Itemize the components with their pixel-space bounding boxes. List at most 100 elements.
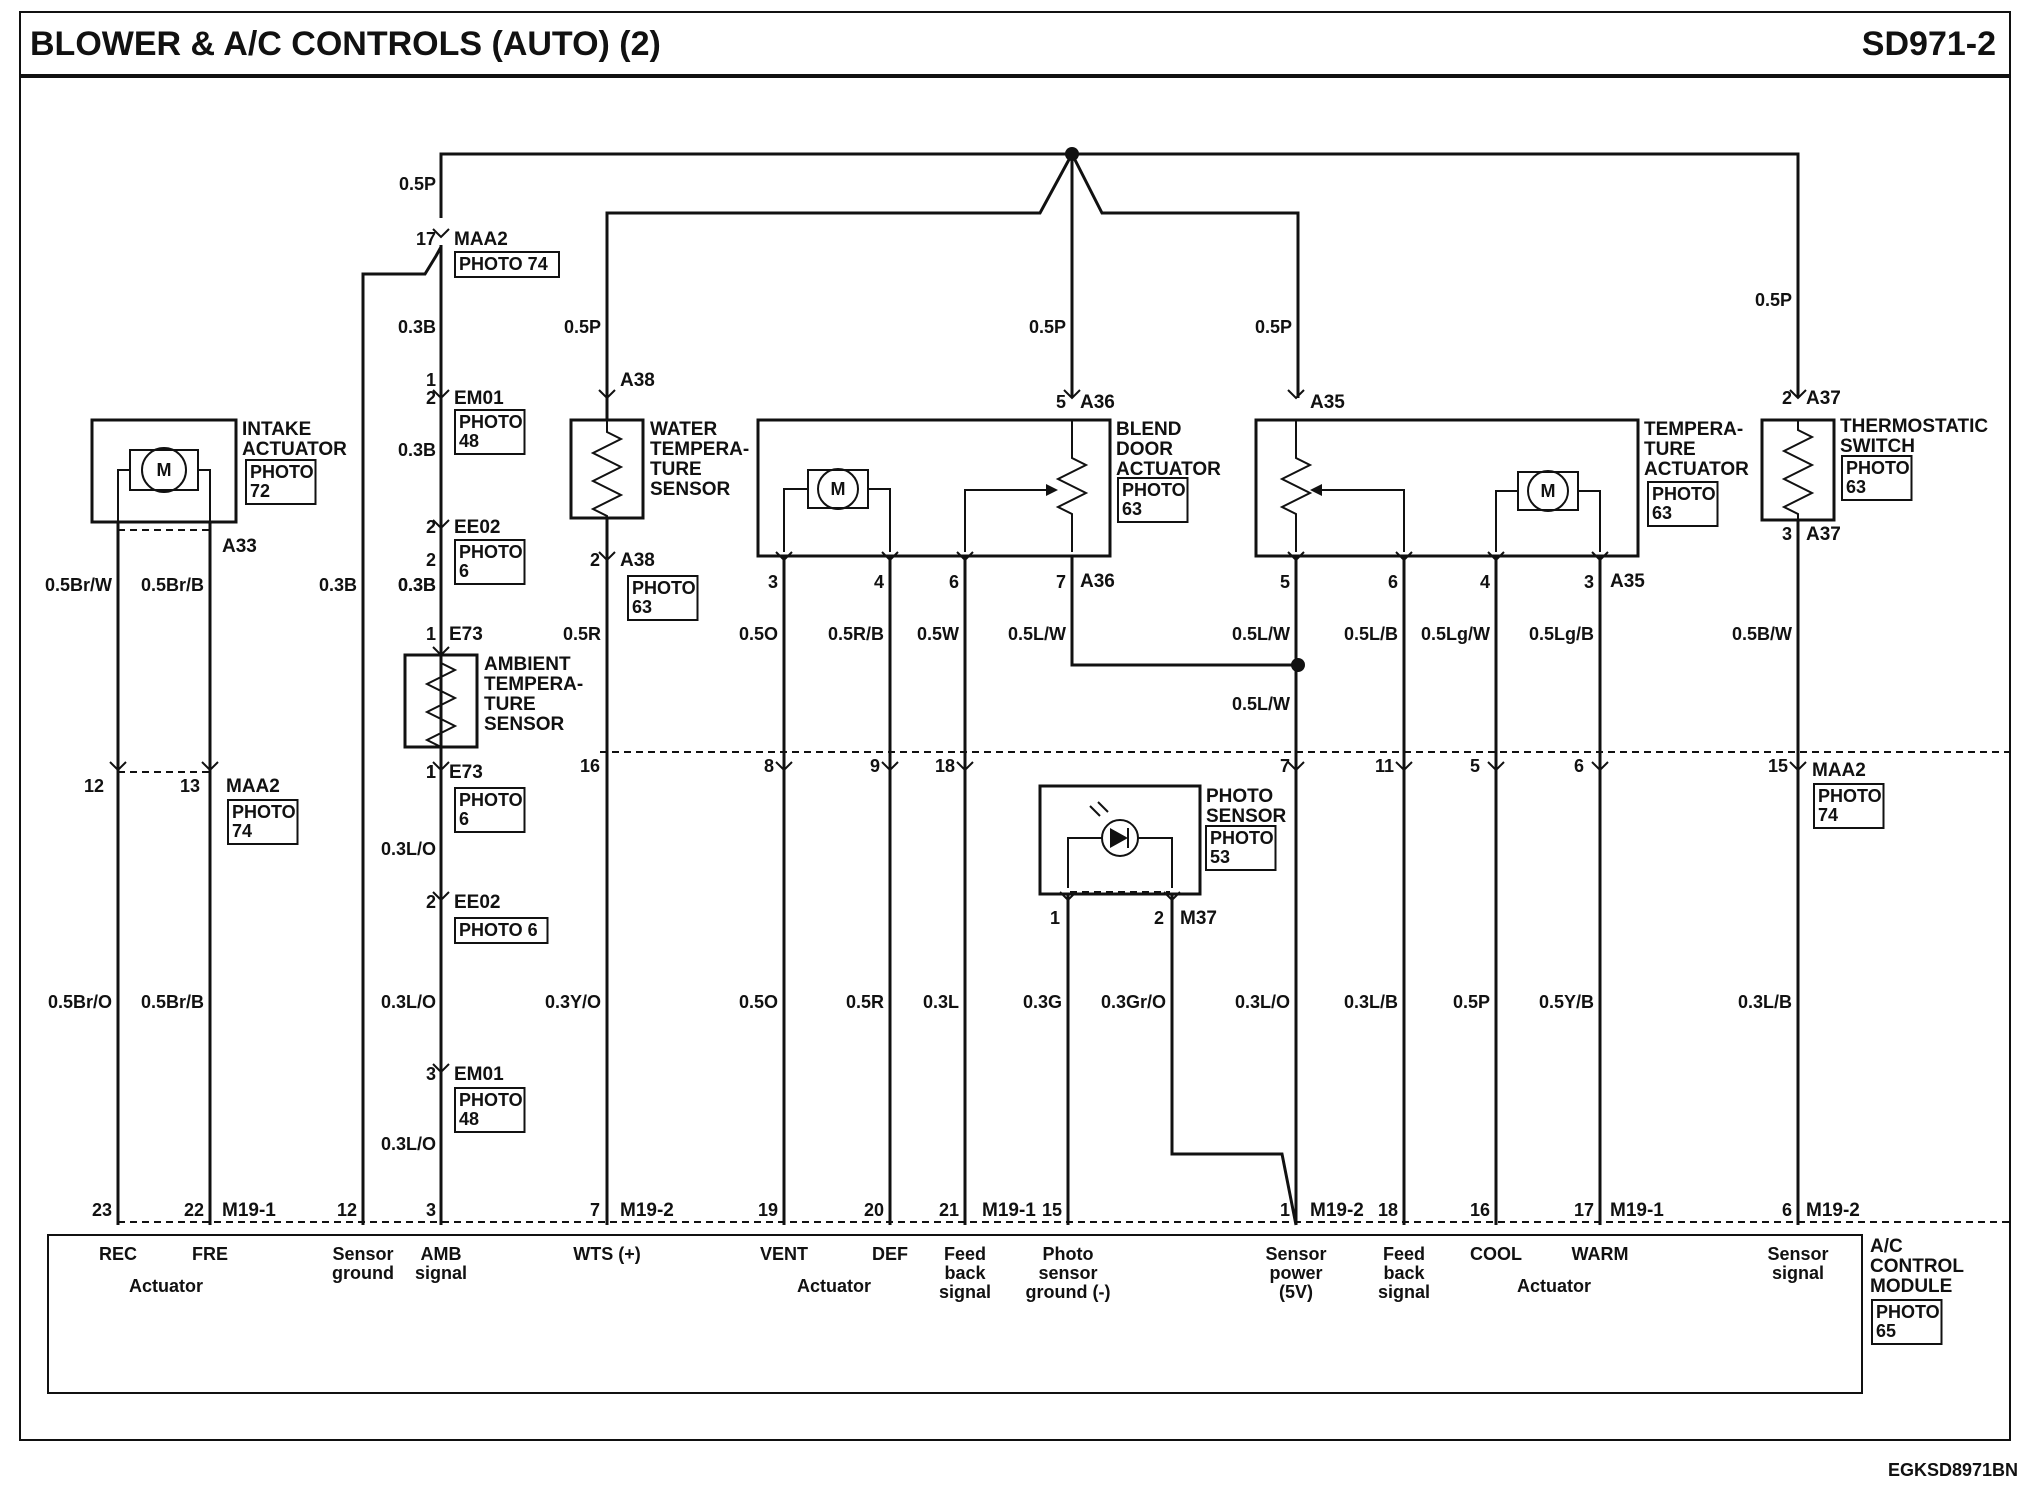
wire-label: 0.3B [398,575,436,595]
wire-label: 0.5P [564,317,601,337]
pin-arrow [1163,891,1181,902]
thermostatic-switch-label-line: SWITCH [1840,436,1915,457]
pin-number: 21 [939,1200,959,1220]
terminal-photo-sensor-ground-line: Photo [1043,1244,1094,1264]
wire-label: 0.5Br/B [141,575,204,595]
water-temperature-sensor-label-line: TEMPERA- [650,439,749,460]
connector-label: EM01 [454,1064,504,1085]
pin-arrow [881,761,899,772]
pin-arrow [432,1063,450,1074]
wire-label: 0.5R [846,992,884,1012]
water-temperature-sensor-label-line: WATER [650,419,717,440]
photo-ref-line: PHOTO [459,412,523,432]
wire-label: 0.3Gr/O [1101,992,1166,1012]
wire-label: 0.5O [739,992,778,1012]
terminal-vent-line: VENT [760,1244,808,1264]
pin-arrow [432,228,450,239]
connector-label: A36 [1080,571,1115,592]
motor-symbol: M [1541,481,1556,501]
connector-label: A36 [1080,392,1115,413]
terminal-actuator-2-line: Actuator [797,1276,871,1296]
photo-sensor-photo-line: 53 [1210,847,1230,867]
terminal-feedback-1-line: signal [939,1282,991,1302]
terminal-sensor-power-line: Sensor [1265,1244,1326,1264]
connector-label: M19-2 [620,1200,674,1221]
photo-ref-box [454,251,560,278]
pin-arrow [1063,389,1081,400]
connector-label: A38 [620,370,655,391]
thermostatic-switch-photo-box [1841,455,1913,501]
pin-number: 12 [84,776,104,796]
pin-number: 17 [416,229,436,249]
wire-label: 0.3L [923,992,959,1012]
wire-label: 0.5R [563,624,601,644]
pin-number: 16 [580,756,600,776]
photo-ref-box [454,539,526,585]
pin-number: 4 [874,572,884,592]
terminal-sensor-power-line: (5V) [1279,1282,1313,1302]
intake-actuator-photo-line: PHOTO [250,462,314,482]
pin-number: 1 [1280,1200,1290,1220]
pin-number: 13 [180,776,200,796]
terminal-amb-signal-line: signal [415,1263,467,1283]
diagram-footer: EGKSD8971BN [1888,1460,2018,1480]
pin-number: 7 [1280,756,1290,776]
connector-label: EM01 [454,388,504,409]
photo-ref-line: PHOTO [459,542,523,562]
diagram-dynamic: BLOWER & A/C CONTROLS (AUTO) (2)SD971-2E… [30,25,2018,1480]
thermostatic-switch-photo-line: PHOTO [1846,458,1910,478]
wire-label: 0.5L/W [1008,624,1066,644]
wire-label: 0.5O [739,624,778,644]
pin-arrow [775,761,793,772]
temperature-actuator-photo-box [1647,481,1719,527]
wire-label: 0.5Br/B [141,992,204,1012]
blend-door-actuator-label-line: BLEND [1116,419,1181,440]
intake-actuator-label-line: INTAKE [242,419,311,440]
pin-number: 2 [1154,908,1164,928]
terminal-rec-line: REC [99,1244,137,1264]
pin-number: 18 [935,756,955,776]
wire-label: 0.5P [1255,317,1292,337]
temperature-actuator-label-line: TEMPERA- [1644,419,1743,440]
pin-number: 2 [426,892,436,912]
ac-control-module-label-line: A/C [1870,1236,1903,1257]
blend-door-actuator-photo-line: 63 [1122,499,1142,519]
terminal-amb-signal-line: AMB [421,1244,462,1264]
temperature-actuator-photo-line: 63 [1652,503,1672,523]
diagram-static-lines [19,11,2011,1441]
pin-arrow [432,761,450,772]
terminal-photo-sensor-ground-line: ground (-) [1026,1282,1111,1302]
ac-control-module-photo-box [1871,1299,1943,1345]
wire-label: 0.3L/B [1344,992,1398,1012]
photo-ref-box [454,409,526,455]
terminal-wts-line: WTS (+) [573,1244,641,1264]
photo-ref-line: 63 [632,597,652,617]
wire-label: 0.5Br/W [45,575,112,595]
photo-ref-line: PHOTO 74 [459,254,548,274]
connector-label: A38 [620,550,655,571]
wire-label: 0.3L/O [381,839,436,859]
wire-label: 0.3Y/O [545,992,601,1012]
connector-label: EE02 [454,892,500,913]
terminal-sensor-signal-line: Sensor [1767,1244,1828,1264]
wire-label: 0.3B [398,317,436,337]
photo-ref-line: PHOTO [632,578,696,598]
pin-arrow [1287,551,1305,562]
photo-ref-line: 6 [459,561,469,581]
thermostatic-switch-label-line: THERMOSTATIC [1840,416,1988,437]
terminal-cool-line: COOL [1470,1244,1522,1264]
intake-actuator-label-line: ACTUATOR [242,439,347,460]
thermostatic-switch-photo-line: 63 [1846,477,1866,497]
wire-label: 0.3B [319,575,357,595]
pin-arrow [201,761,219,772]
pin-number: 2 [1782,388,1792,408]
terminal-feedback-1-line: Feed [944,1244,986,1264]
pin-number: 5 [1280,572,1290,592]
pin-number: 3 [1782,524,1792,544]
terminal-actuator-3-line: Actuator [1517,1276,1591,1296]
ambient-temperature-sensor-label-line: TEMPERA- [484,674,583,695]
terminal-fre-line: FRE [192,1244,228,1264]
pin-number: 20 [864,1200,884,1220]
blend-door-actuator-photo-box [1117,477,1189,523]
wire-label: 0.5P [1453,992,1490,1012]
